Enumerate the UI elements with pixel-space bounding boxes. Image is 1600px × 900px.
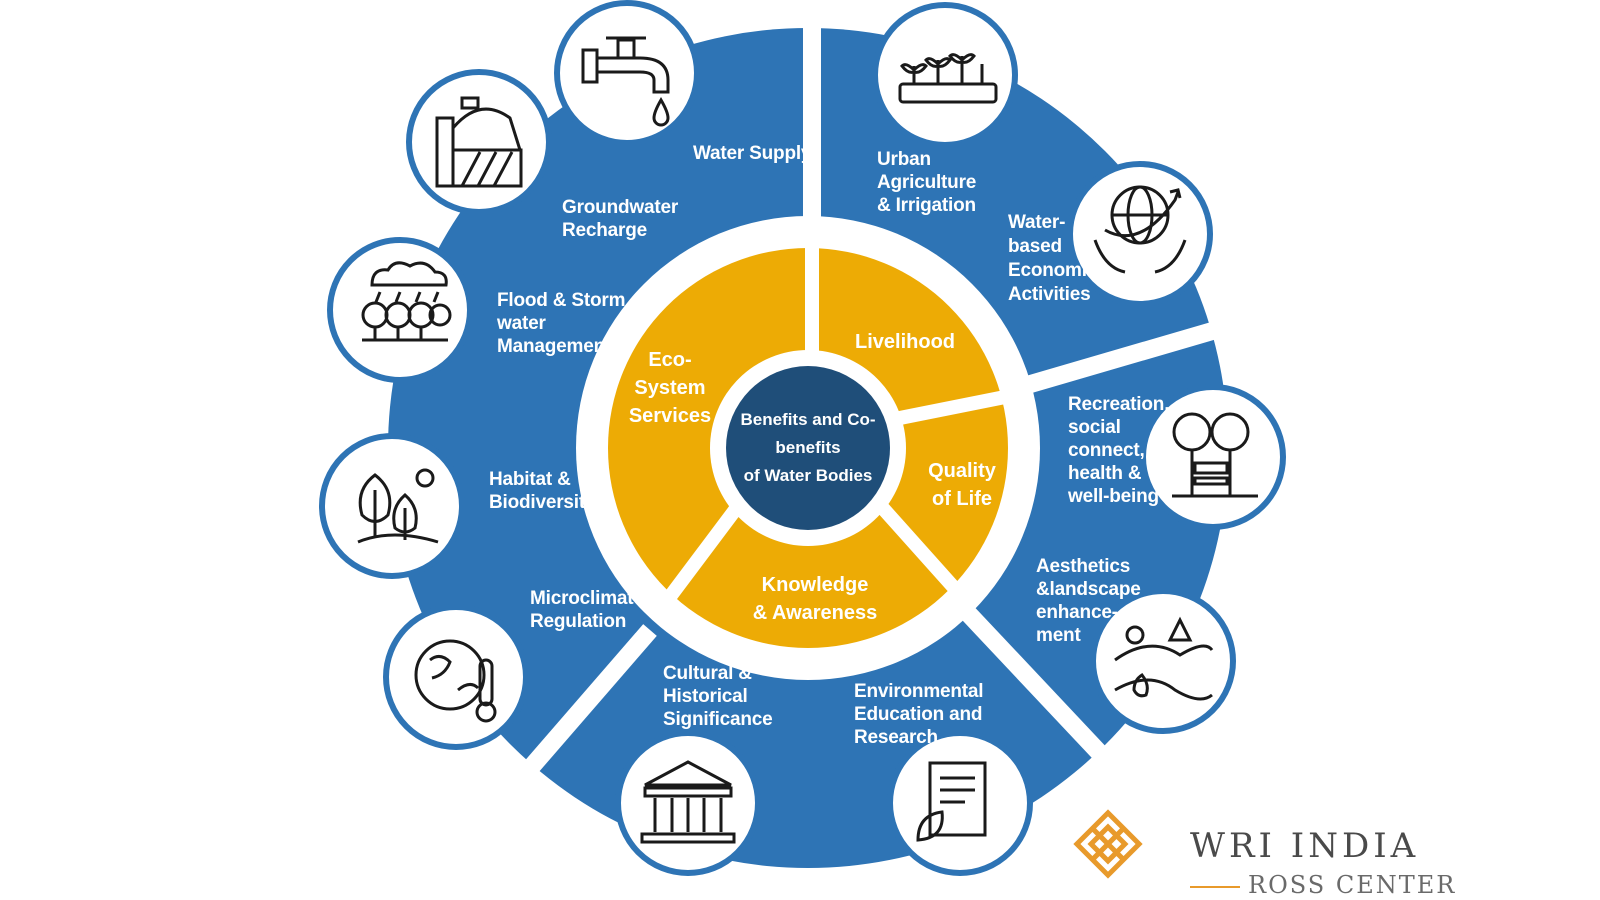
- center-title-line: of Water Bodies: [743, 466, 873, 485]
- benefit-line: Education and: [854, 704, 983, 725]
- category-quality-label: Quality of Life: [920, 457, 1004, 513]
- benefit-line: Historical: [663, 686, 748, 707]
- benefit-line: Research: [854, 727, 938, 748]
- benefit-line: health &: [1068, 463, 1142, 484]
- benefit-line: Recreation,: [1068, 394, 1170, 415]
- benefit-cultural-label: Cultural & Historical Significance: [663, 662, 773, 731]
- benefit-line: Economic: [1008, 260, 1098, 281]
- benefit-line: Urban: [877, 149, 931, 170]
- category-line: Knowledge: [761, 574, 869, 596]
- category-knowledge-label: Knowledge & Awareness: [745, 571, 885, 627]
- benefit-groundwater-label: Groundwater Recharge: [562, 196, 678, 242]
- category-line: System: [634, 377, 706, 399]
- benefit-line: enhance-: [1036, 602, 1118, 623]
- wri-knot-logo-icon: [1073, 809, 1143, 879]
- category-line: Eco-: [648, 349, 692, 371]
- globe-thermometer-icon: [414, 639, 497, 723]
- benefit-line: connect,: [1068, 440, 1145, 461]
- benefit-line: social: [1068, 417, 1121, 438]
- benefit-line: Agriculture: [877, 172, 977, 193]
- logo-dash: [1190, 886, 1240, 888]
- center-circle: [726, 366, 890, 530]
- benefit-line: water: [497, 313, 546, 334]
- benefit-line: ment: [1036, 625, 1081, 646]
- benefit-agriculture-label: Urban Agriculture & Irrigation: [877, 148, 976, 217]
- benefit-flood-label: Flood & Storm water Management: [497, 289, 625, 358]
- benefit-line: Environmental: [854, 681, 984, 702]
- heritage-building-icon: [640, 760, 736, 844]
- benefit-line: well-being: [1068, 486, 1159, 507]
- logo-sub: ROSS CENTER: [1248, 871, 1457, 899]
- inner-dividers: [654, 245, 1017, 615]
- center-title-line: benefits: [775, 438, 841, 457]
- benefit-aesthetics-label: Aesthetics &landscape enhance- ment: [1036, 555, 1141, 647]
- benefit-line: Aesthetics: [1036, 556, 1131, 577]
- category-line: Livelihood: [855, 331, 955, 353]
- benefit-line: Management: [497, 336, 612, 357]
- benefit-water-supply-label: Water Supply: [693, 142, 812, 165]
- benefit-line: Flood & Storm: [497, 290, 626, 311]
- benefit-line: Microclimate: [530, 588, 644, 609]
- benefit-habitat-label: Habitat & Biodiversity: [489, 468, 596, 514]
- benefit-line: Water Supply: [693, 143, 812, 164]
- globe-hands-icon: [1093, 185, 1187, 274]
- benefit-line: &landscape: [1036, 579, 1141, 600]
- benefit-line: based: [1008, 236, 1062, 257]
- benefit-line: Activities: [1008, 284, 1091, 305]
- water-tap-icon: [581, 36, 670, 127]
- benefit-economic-label: Water- based Economic Activities: [1008, 211, 1097, 307]
- category-livelihood-label: Livelihood: [850, 328, 960, 356]
- benefit-line: Recharge: [562, 220, 647, 241]
- category-line: Services: [628, 405, 712, 427]
- rain-trees-icon: [361, 261, 452, 342]
- benefit-recreation-label: Recreation, social connect, health & wel…: [1068, 393, 1169, 508]
- benefit-line: Regulation: [530, 611, 627, 632]
- logo-name: WRI INDIA: [1190, 826, 1420, 866]
- benefit-line: Groundwater: [562, 197, 679, 218]
- park-bench-icon: [1172, 412, 1258, 498]
- center-title: Benefits and Co- benefits of Water Bodie…: [726, 406, 890, 490]
- category-line: Quality: [928, 460, 996, 482]
- benefit-education-label: Environmental Education and Research: [854, 680, 984, 749]
- center-title-line: Benefits and Co-: [740, 410, 876, 429]
- research-document-icon: [916, 761, 987, 842]
- sprouts-icon: [898, 53, 998, 104]
- landscape-icon: [1114, 616, 1214, 701]
- benefit-line: Cultural &: [663, 663, 752, 684]
- benefit-line: Biodiversity: [489, 492, 596, 513]
- category-line: & Awareness: [752, 602, 878, 624]
- benefit-line: Habitat &: [489, 469, 571, 490]
- benefit-line: Water-: [1008, 212, 1066, 233]
- category-ecosystem-label: Eco- System Services: [620, 346, 720, 430]
- trees-sun-icon: [357, 468, 439, 544]
- benefit-line: & Irrigation: [877, 195, 976, 216]
- benefit-line: Significance: [663, 709, 773, 730]
- groundwater-well-icon: [435, 96, 523, 188]
- category-line: of Life: [932, 488, 992, 510]
- benefit-microclimate-label: Microclimate Regulation: [530, 587, 644, 633]
